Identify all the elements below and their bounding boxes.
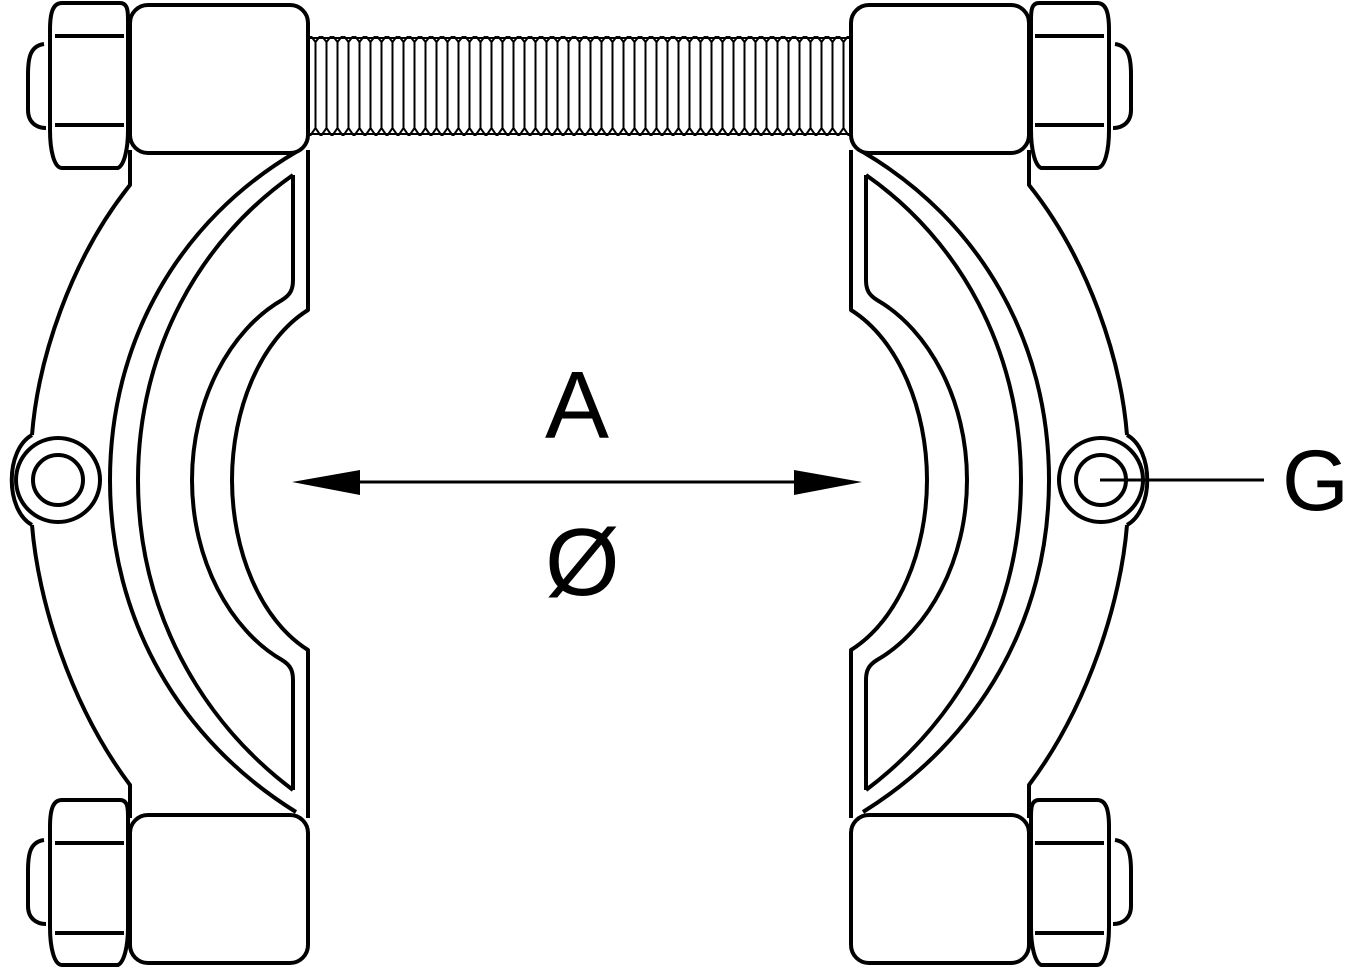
- left-jaw-half: [9, 1, 582, 967]
- callout-label-g: G: [1282, 433, 1349, 529]
- diameter-symbol: Ø: [545, 509, 620, 616]
- dimension-label-a: A: [545, 352, 610, 459]
- right-jaw-half: [577, 1, 1150, 967]
- dimension-arrow-a: [292, 470, 862, 495]
